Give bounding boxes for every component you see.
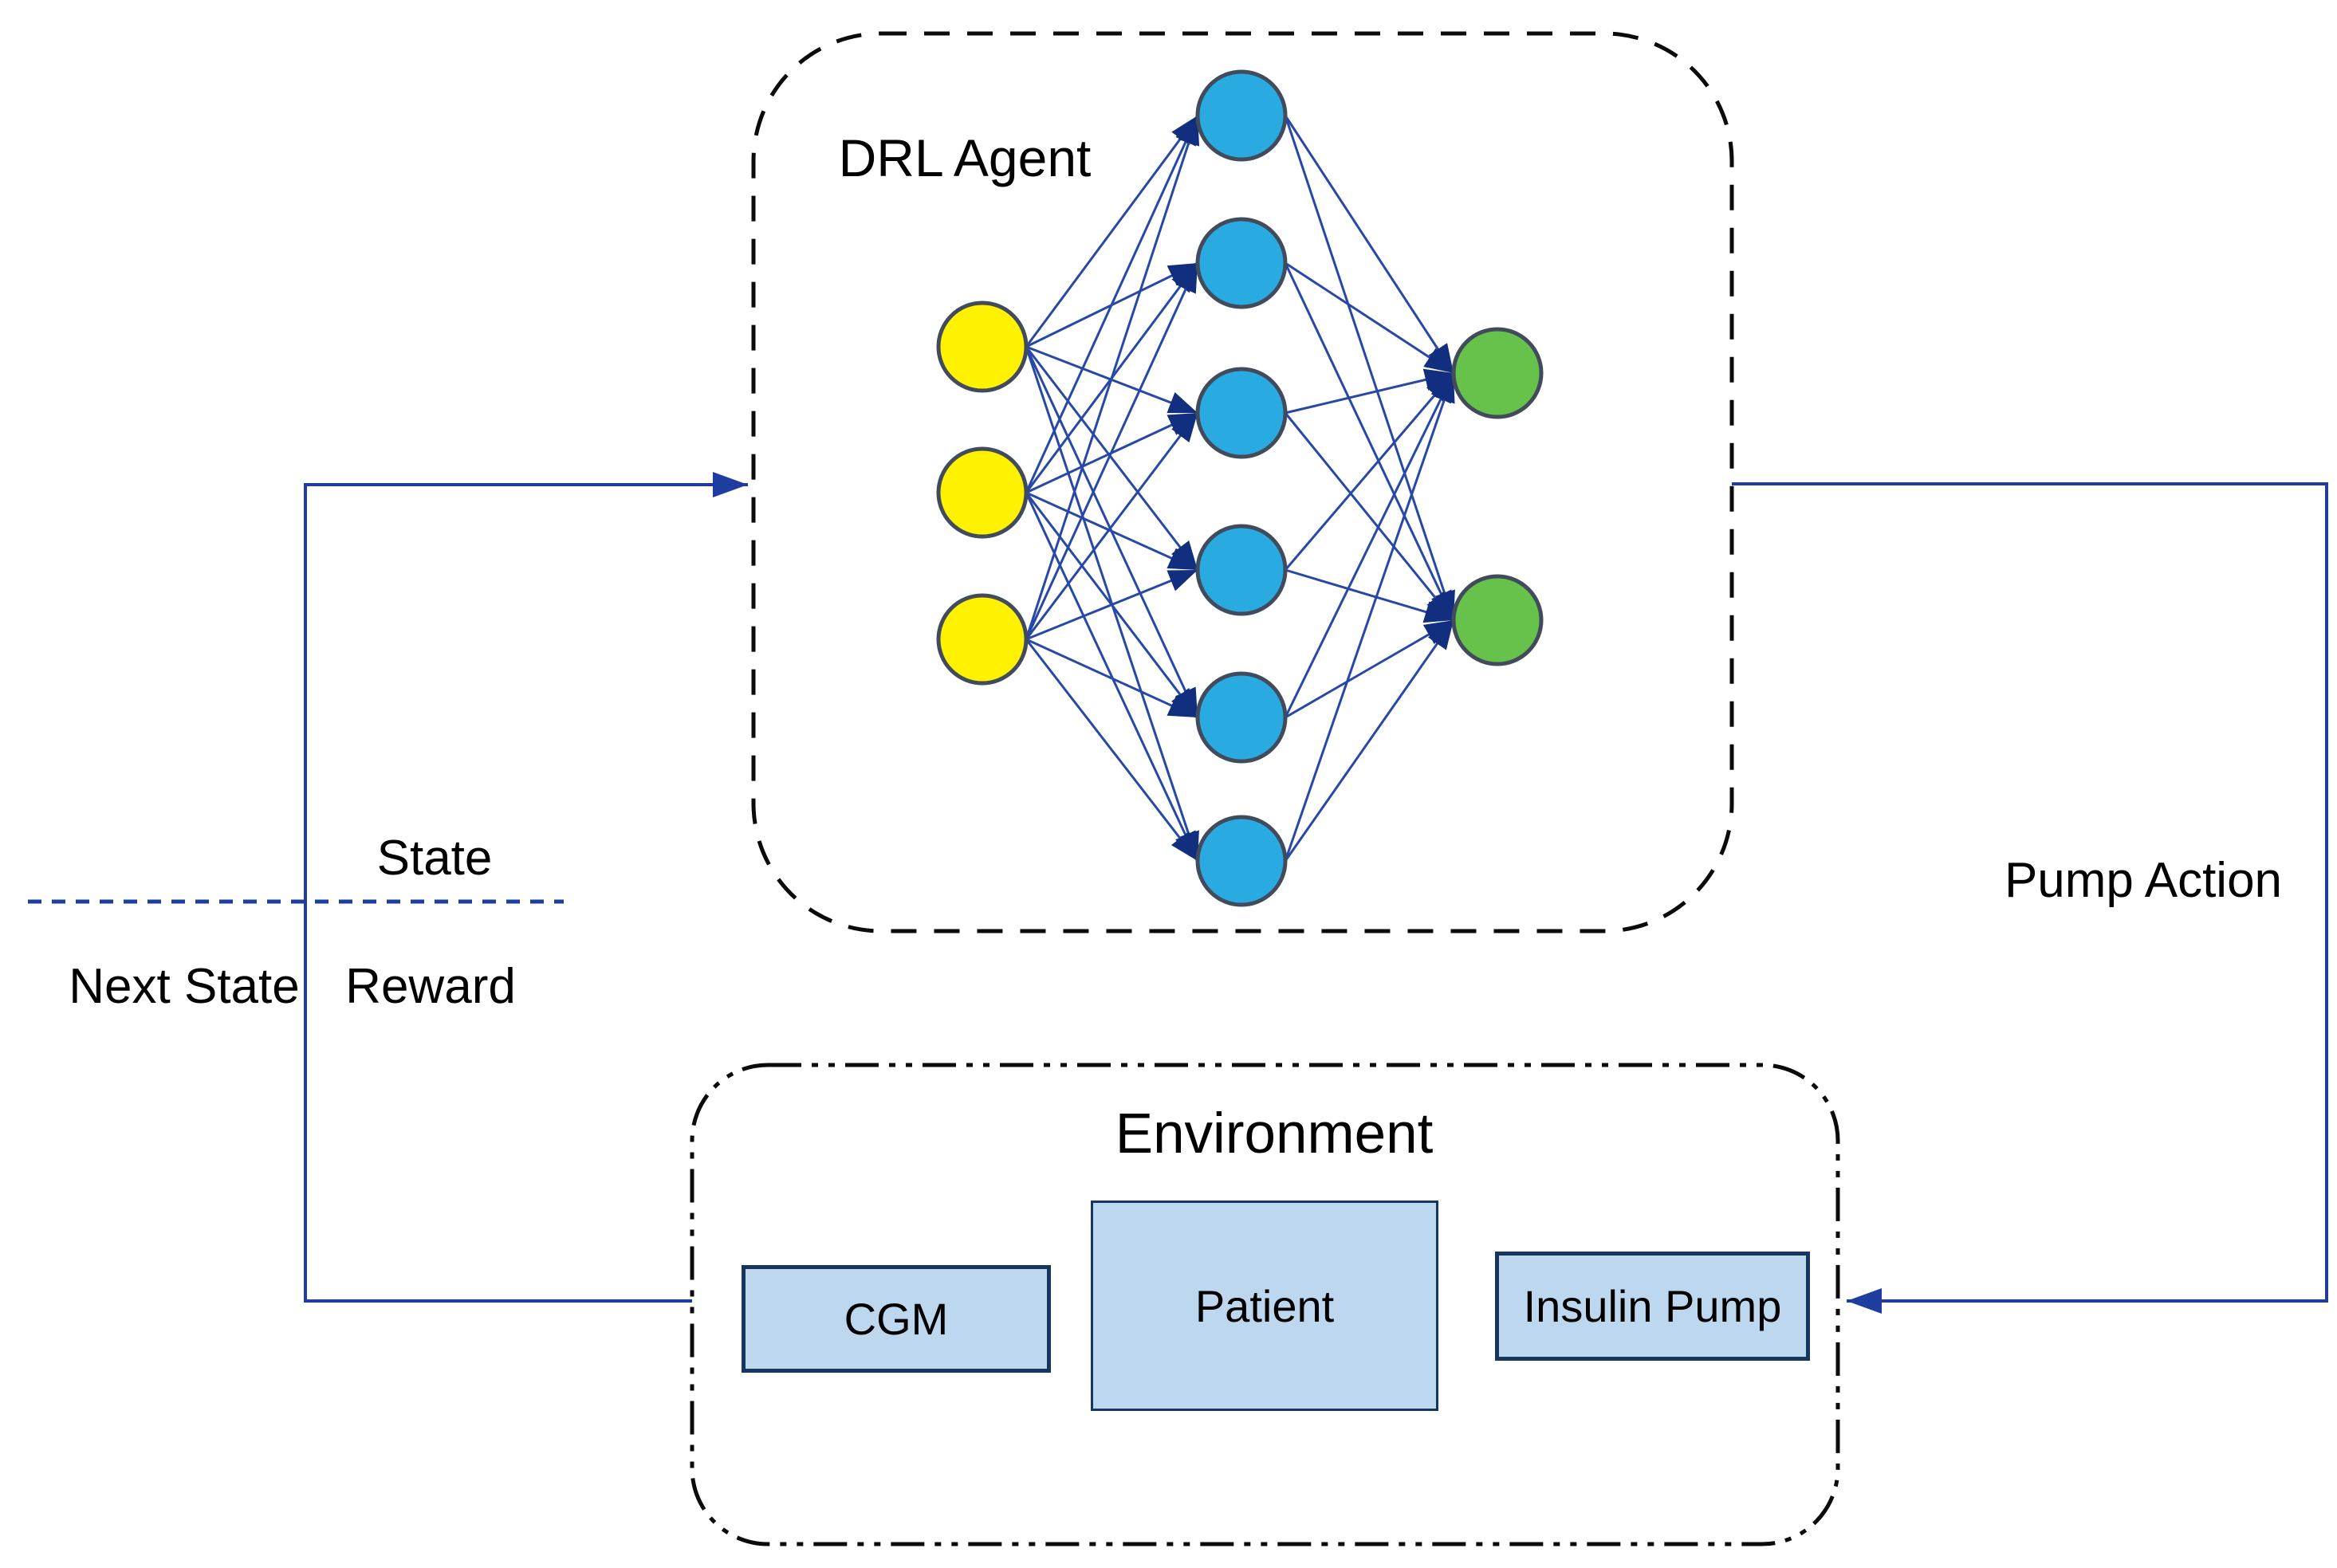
state-label: State [376,831,493,886]
network-edge [1284,412,1455,621]
output-node [1451,327,1544,419]
hidden-node [1195,671,1288,764]
hidden-node [1195,367,1288,459]
neural-network [936,69,1544,907]
cgm-box-label: CGM [844,1294,949,1344]
cgm-box: CGM [742,1265,1051,1373]
network-edge [1025,491,1198,572]
network-edge [1025,492,1199,862]
network-edge [1284,372,1455,571]
network-edge [1285,368,1454,415]
network-edge [1285,619,1454,719]
network-edge [1285,261,1454,375]
hidden-node [1195,69,1288,162]
reward-label: Reward [345,959,516,1014]
state-feedback-connector [304,472,748,1303]
input-node [936,593,1029,686]
hidden-node [1195,217,1288,309]
network-edge [1025,639,1199,862]
hidden-node [1195,815,1288,907]
input-node [936,301,1029,393]
network-edge [1284,115,1455,374]
drl-agent-frame [751,31,1734,933]
network-edge [1025,568,1198,641]
environment-title: Environment [1115,1102,1434,1165]
network-edge [1025,638,1198,719]
network-edge [1025,346,1199,571]
environment-frame [690,1063,1840,1546]
hidden-node [1195,524,1288,616]
network-edge [1284,372,1455,718]
insulin-pump-box-label: Insulin Pump [1523,1281,1782,1331]
network-edge [1284,619,1455,862]
network-edge [1284,115,1455,621]
network-edge [1025,262,1199,640]
pump-action-connector [1732,482,2328,1314]
output-node [1451,574,1544,666]
network-edge [1025,412,1199,640]
patient-box-label: Patient [1194,1280,1335,1331]
next-state-label: Next State [69,959,300,1014]
network-edge [1284,262,1455,621]
input-node [936,446,1029,539]
network-edge [1284,372,1455,862]
pump-action-label: Pump Action [2004,853,2283,908]
patient-box: Patient [1091,1201,1438,1411]
network-edge [1025,115,1199,348]
network-edge [1025,115,1200,640]
insulin-pump-box: Insulin Pump [1495,1252,1810,1361]
network-edge [1025,115,1199,493]
network-edge [1285,568,1454,623]
drl-agent-label: DRL Agent [838,128,1092,187]
